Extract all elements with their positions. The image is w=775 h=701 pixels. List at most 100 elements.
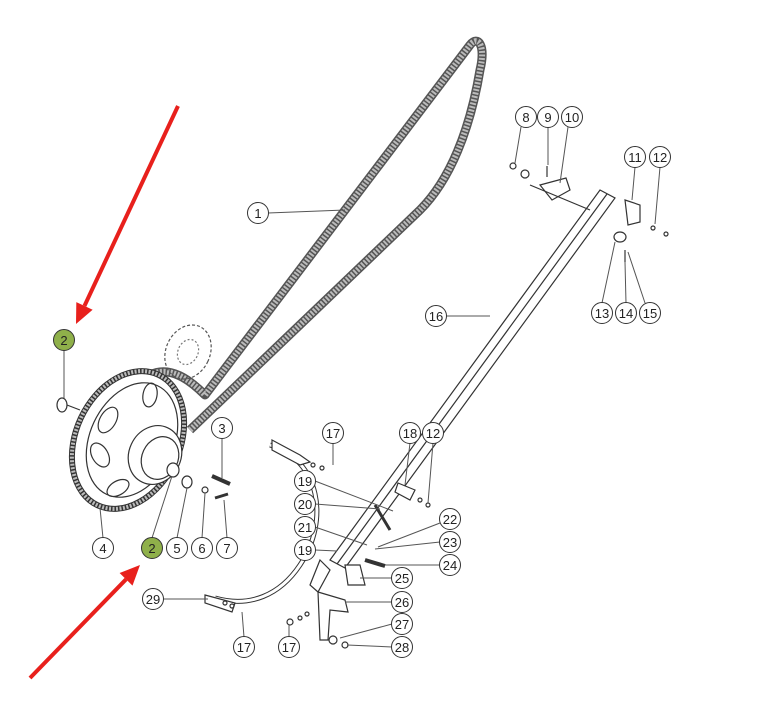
callout-circle [422, 422, 444, 444]
callout-label: 12 [653, 150, 667, 165]
bushing [56, 397, 68, 413]
callout-26[interactable]: 26 [391, 591, 413, 613]
callout-label: 2 [148, 541, 155, 556]
callout-7[interactable]: 7 [216, 537, 238, 559]
callout-12[interactable]: 12 [649, 146, 671, 168]
callout-label: 25 [395, 571, 409, 586]
callout-circle [322, 422, 344, 444]
leader-line [631, 166, 636, 201]
leader-line [99, 507, 104, 539]
callout-14[interactable]: 14 [615, 302, 637, 324]
callout-28[interactable]: 28 [391, 636, 413, 658]
leader-line [339, 623, 393, 639]
callout-label: 22 [443, 512, 457, 527]
callout-1[interactable]: 1 [247, 202, 269, 224]
callout-label: 7 [223, 541, 230, 556]
callout-10[interactable]: 10 [561, 106, 583, 128]
callout-circle [391, 636, 413, 658]
leader-line [601, 241, 616, 304]
callout-circle [233, 636, 255, 658]
callout-circle [439, 508, 461, 530]
callout-label: 6 [198, 541, 205, 556]
leader-line [223, 499, 228, 539]
callout-circle [166, 537, 188, 559]
callout-circle [624, 146, 646, 168]
callout-circle [216, 537, 238, 559]
callout-2[interactable]: 2 [53, 329, 75, 351]
callout-label: 27 [395, 617, 409, 632]
callout-25[interactable]: 25 [391, 567, 413, 589]
callout-label: 5 [173, 541, 180, 556]
callout-circle [649, 146, 671, 168]
callout-label: 29 [146, 592, 160, 607]
callout-circle [278, 636, 300, 658]
callout-circle [561, 106, 583, 128]
leader-line [627, 251, 646, 304]
callout-4[interactable]: 4 [92, 537, 114, 559]
callout-circle [615, 302, 637, 324]
callout-12[interactable]: 12 [422, 422, 444, 444]
callout-label: 16 [429, 309, 443, 324]
leader-line [314, 480, 394, 512]
callout-circle [294, 516, 316, 538]
leader-line [559, 126, 569, 184]
callout-circle [425, 305, 447, 327]
callout-24[interactable]: 24 [439, 554, 461, 576]
leader-line [267, 209, 346, 214]
leader-line [374, 541, 441, 550]
callout-label: 19 [298, 474, 312, 489]
leader-line [427, 442, 434, 504]
callout-circle [247, 202, 269, 224]
callout-circle [294, 539, 316, 561]
callout-label: 9 [544, 110, 551, 125]
frame-tube [329, 189, 616, 569]
callout-label: 3 [218, 421, 225, 436]
callout-circle [294, 470, 316, 492]
callout-18[interactable]: 18 [399, 422, 421, 444]
leader-line [151, 475, 173, 539]
callout-label: 17 [282, 640, 296, 655]
callout-17[interactable]: 17 [322, 422, 344, 444]
callout-8[interactable]: 8 [515, 106, 537, 128]
callout-20[interactable]: 20 [294, 493, 316, 515]
callout-11[interactable]: 11 [624, 146, 646, 168]
callout-circle [515, 106, 537, 128]
callout-label: 14 [619, 306, 633, 321]
callout-19[interactable]: 19 [294, 470, 316, 492]
leader-line [404, 442, 411, 486]
callout-circle [141, 537, 163, 559]
callout-2[interactable]: 2 [141, 537, 163, 559]
callout-21[interactable]: 21 [294, 516, 316, 538]
callout-label: 26 [395, 595, 409, 610]
callout-15[interactable]: 15 [639, 302, 661, 324]
callout-17[interactable]: 17 [233, 636, 255, 658]
leader-line [314, 549, 338, 552]
callout-label: 10 [565, 110, 579, 125]
callout-23[interactable]: 23 [439, 531, 461, 553]
callout-label: 28 [395, 640, 409, 655]
callout-circle [391, 591, 413, 613]
callout-5[interactable]: 5 [166, 537, 188, 559]
leader-line [377, 522, 441, 548]
callout-circle [142, 588, 164, 610]
leader-line [346, 644, 393, 648]
callout-19[interactable]: 19 [294, 539, 316, 561]
callout-6[interactable]: 6 [191, 537, 213, 559]
callout-16[interactable]: 16 [425, 305, 447, 327]
callout-3[interactable]: 3 [211, 417, 233, 439]
callout-label: 15 [643, 306, 657, 321]
callout-27[interactable]: 27 [391, 613, 413, 635]
callout-circle [639, 302, 661, 324]
callout-29[interactable]: 29 [142, 588, 164, 610]
red-arrow-icon [76, 105, 180, 324]
callout-17[interactable]: 17 [278, 636, 300, 658]
callout-9[interactable]: 9 [537, 106, 559, 128]
callout-22[interactable]: 22 [439, 508, 461, 530]
callout-circle [439, 531, 461, 553]
callout-label: 2 [60, 333, 67, 348]
callout-label: 19 [298, 543, 312, 558]
callout-13[interactable]: 13 [591, 302, 613, 324]
callout-label: 17 [237, 640, 251, 655]
